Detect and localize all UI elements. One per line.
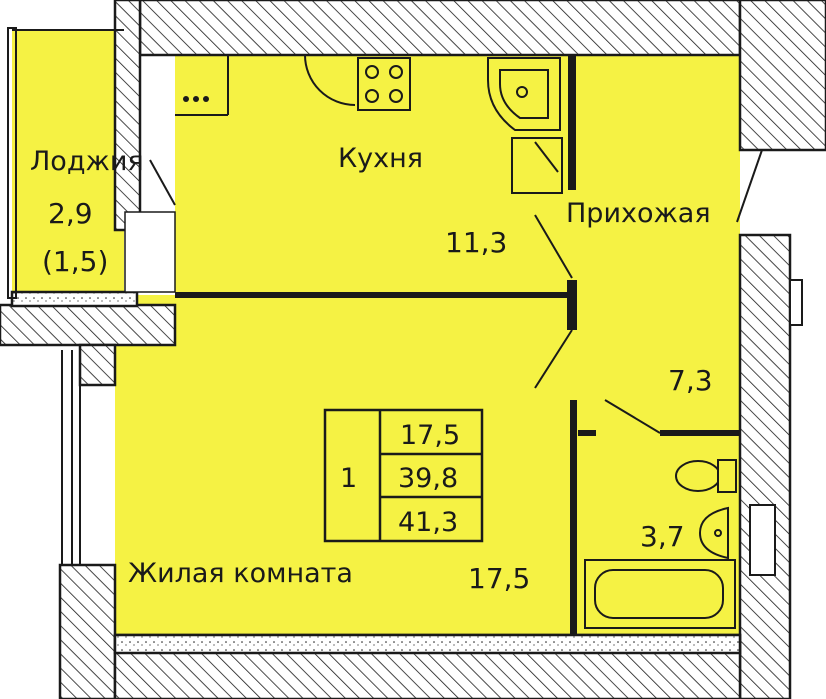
summary-table [323, 408, 484, 543]
kitchen-name: Кухня [338, 143, 423, 174]
partition-bath-left [570, 400, 577, 635]
wall-top-right-block [738, 0, 826, 152]
partition-kitchen-living [175, 292, 575, 298]
summary-total-area: 39,8 [398, 463, 458, 494]
washbasin-icon [698, 506, 729, 560]
door-swings [149, 54, 763, 434]
wall-vents [749, 279, 803, 576]
stove-icon [357, 57, 411, 111]
wall-left-mid [0, 303, 177, 347]
summary-living-area: 17,5 [400, 420, 460, 451]
partition-stub [567, 280, 577, 330]
wall-bottom-insulation [113, 633, 742, 655]
living-fill [115, 295, 575, 635]
loggia-area: 2,9 [48, 197, 93, 230]
summary-total-with-loggia: 41,3 [398, 507, 458, 538]
toilet-icon [675, 459, 737, 493]
bathroom-area: 3,7 [640, 520, 685, 553]
living-window [61, 350, 81, 565]
loggia-frame [7, 27, 124, 299]
wall-left-loggia-pillar [113, 0, 142, 232]
loggia-area-reduced: (1,5) [42, 245, 108, 278]
partition-door-stub [578, 430, 596, 436]
partitions [175, 55, 740, 635]
partition-bath-top [660, 430, 740, 436]
wall-left-bottom [58, 563, 117, 699]
wall-loggia-bottom [10, 290, 139, 308]
living-area: 17,5 [468, 562, 530, 595]
loggia-door-panel [124, 211, 176, 293]
wall-right [738, 233, 792, 699]
washing-machine-icon [511, 137, 563, 194]
kitchen-counter [175, 55, 229, 116]
wall-left-lower-pillar [78, 343, 117, 387]
hallway-area: 7,3 [668, 364, 713, 397]
bathtub-icon [584, 559, 736, 629]
loggia-name: Лоджия [30, 146, 144, 177]
living-name: Жилая комната [128, 558, 353, 589]
hallway-name: Прихожая [566, 198, 711, 229]
partition-kitchen-hall [568, 55, 576, 190]
hallway-fill [575, 55, 740, 430]
kitchen-area: 11,3 [445, 226, 507, 259]
loggia-fill [12, 30, 124, 292]
wall-top [138, 0, 742, 57]
sink-icon [487, 57, 561, 131]
summary-rooms-count: 1 [340, 463, 357, 494]
radiator-icon [183, 96, 209, 102]
